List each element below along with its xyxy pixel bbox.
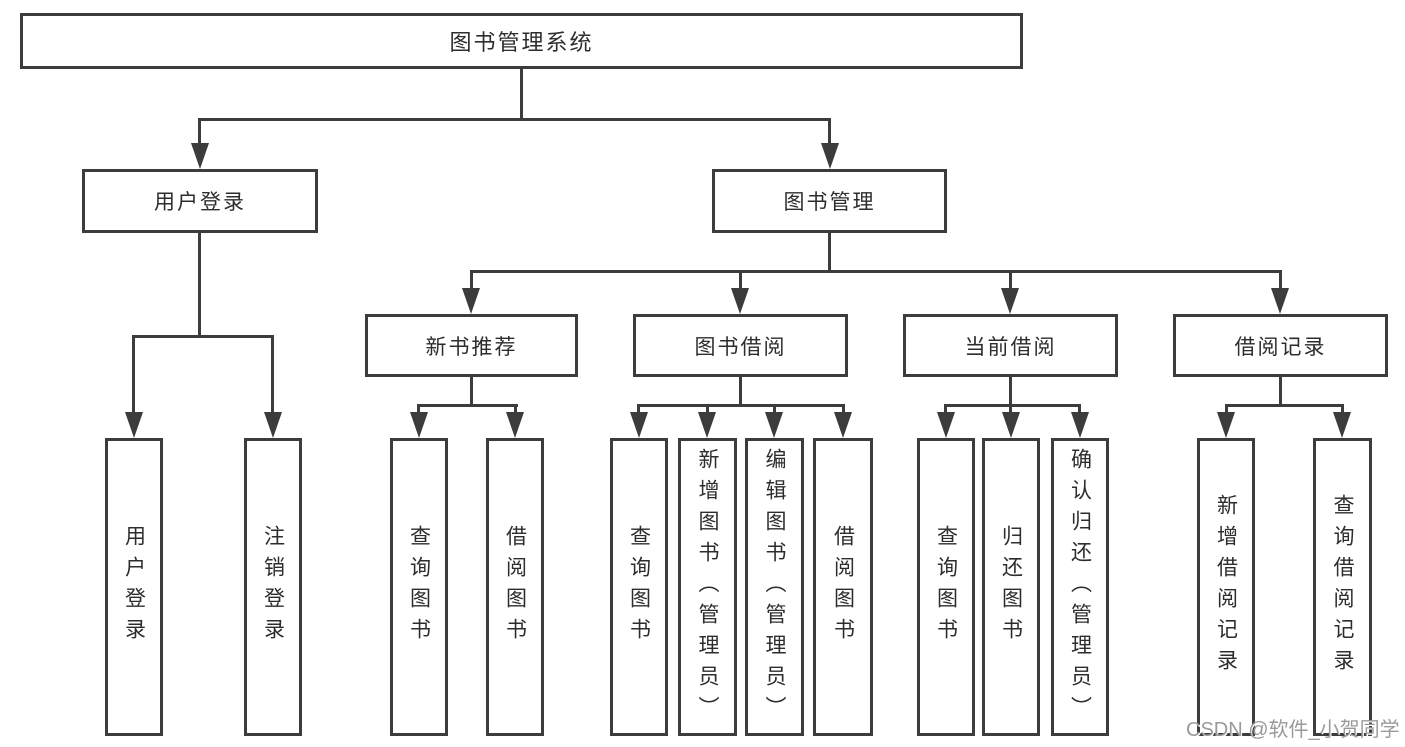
arrow-down-icon: [1001, 288, 1019, 314]
leaf-user-login: 用户登录: [105, 438, 163, 736]
connector-line: [637, 404, 640, 416]
connector-line: [1009, 377, 1012, 407]
arrow-down-icon: [1071, 412, 1089, 438]
node-root-label: 图书管理系统: [449, 30, 594, 55]
leaf-newbooks-query: 查询图书: [390, 438, 448, 736]
leaf-logout: 注销登录: [244, 438, 302, 736]
arrow-down-icon: [125, 412, 143, 438]
node-current-borrow: 当前借阅: [903, 314, 1118, 377]
node-book-borrow-label: 图书借阅: [694, 335, 787, 359]
node-borrow-records: 借阅记录: [1173, 314, 1388, 377]
arrow-down-icon: [821, 143, 839, 169]
connector-line: [944, 404, 1081, 407]
leaf-newbooks-borrow-label: 借阅图书: [503, 525, 527, 649]
connector-line: [739, 377, 742, 407]
leaf-newbooks-query-label: 查询图书: [407, 525, 431, 649]
connector-line: [1279, 377, 1282, 407]
connector-line: [828, 233, 831, 273]
connector-line: [514, 404, 517, 416]
connector-line: [417, 404, 420, 416]
connector-line: [198, 233, 201, 338]
connector-line: [842, 404, 845, 416]
node-new-book-recommend: 新书推荐: [365, 314, 578, 377]
node-root: 图书管理系统: [20, 13, 1023, 69]
leaf-confirm-return-admin-label: 确认归还（管理员）: [1068, 447, 1092, 727]
connector-line: [132, 335, 135, 415]
leaf-return-book-label: 归还图书: [999, 525, 1023, 649]
connector-line: [1225, 404, 1344, 407]
node-user-login-label: 用户登录: [154, 191, 246, 214]
arrow-down-icon: [834, 412, 852, 438]
node-book-management: 图书管理: [712, 169, 947, 233]
leaf-current-query: 查询图书: [917, 438, 975, 736]
leaf-borrow-query-label: 查询图书: [627, 525, 651, 649]
arrow-down-icon: [264, 412, 282, 438]
leaf-borrow-edit-admin: 编辑图书（管理员）: [745, 438, 804, 736]
connector-line: [944, 404, 947, 416]
arrow-down-icon: [1002, 412, 1020, 438]
leaf-logout-label: 注销登录: [261, 525, 285, 649]
arrow-down-icon: [462, 288, 480, 314]
arrow-down-icon: [765, 412, 783, 438]
node-new-book-recommend-label: 新书推荐: [425, 335, 518, 359]
leaf-query-borrow-record: 查询借阅记录: [1313, 438, 1372, 736]
arrow-down-icon: [937, 412, 955, 438]
arrow-down-icon: [731, 288, 749, 314]
leaf-borrow-query: 查询图书: [610, 438, 668, 736]
csdn-watermark: CSDN @软件_小贺同学: [1186, 719, 1400, 741]
connector-line: [1009, 404, 1012, 416]
leaf-add-borrow-record: 新增借阅记录: [1197, 438, 1255, 736]
connector-line: [706, 404, 709, 416]
arrow-down-icon: [630, 412, 648, 438]
connector-line: [470, 270, 1282, 273]
connector-line: [271, 335, 274, 415]
connector-line: [133, 335, 274, 338]
connector-line: [199, 118, 831, 121]
leaf-add-borrow-record-label: 新增借阅记录: [1214, 494, 1238, 680]
connector-line: [637, 404, 845, 407]
connector-line: [1341, 404, 1344, 416]
node-book-borrow: 图书借阅: [633, 314, 848, 377]
arrow-down-icon: [410, 412, 428, 438]
leaf-current-query-label: 查询图书: [934, 525, 958, 649]
leaf-borrow-book: 借阅图书: [813, 438, 873, 736]
leaf-newbooks-borrow: 借阅图书: [486, 438, 544, 736]
leaf-borrow-add-admin: 新增图书（管理员）: [678, 438, 737, 736]
leaf-confirm-return-admin: 确认归还（管理员）: [1051, 438, 1109, 736]
connector-line: [520, 69, 523, 118]
leaf-return-book: 归还图书: [982, 438, 1040, 736]
connector-line: [1279, 270, 1282, 292]
connector-line: [773, 404, 776, 416]
arrow-down-icon: [1333, 412, 1351, 438]
arrow-down-icon: [506, 412, 524, 438]
leaf-borrow-add-admin-label: 新增图书（管理员）: [696, 447, 719, 727]
leaf-query-borrow-record-label: 查询借阅记录: [1331, 494, 1354, 680]
connector-line: [1078, 404, 1081, 416]
connector-line: [1225, 404, 1228, 416]
node-user-login: 用户登录: [82, 169, 318, 233]
node-book-management-label: 图书管理: [783, 191, 876, 214]
leaf-borrow-book-label: 借阅图书: [831, 525, 855, 649]
connector-line: [470, 377, 473, 407]
connector-line: [470, 270, 473, 292]
node-current-borrow-label: 当前借阅: [964, 335, 1057, 359]
connector-line: [828, 118, 831, 147]
arrow-down-icon: [1271, 288, 1289, 314]
arrow-down-icon: [191, 143, 209, 169]
connector-line: [1009, 270, 1012, 292]
connector-line: [198, 118, 201, 147]
connector-line: [739, 270, 742, 292]
leaf-user-login-label: 用户登录: [122, 525, 146, 649]
leaf-borrow-edit-admin-label: 编辑图书（管理员）: [763, 447, 786, 727]
node-borrow-records-label: 借阅记录: [1234, 335, 1327, 359]
connector-line: [417, 404, 518, 407]
arrow-down-icon: [1217, 412, 1235, 438]
arrow-down-icon: [698, 412, 716, 438]
